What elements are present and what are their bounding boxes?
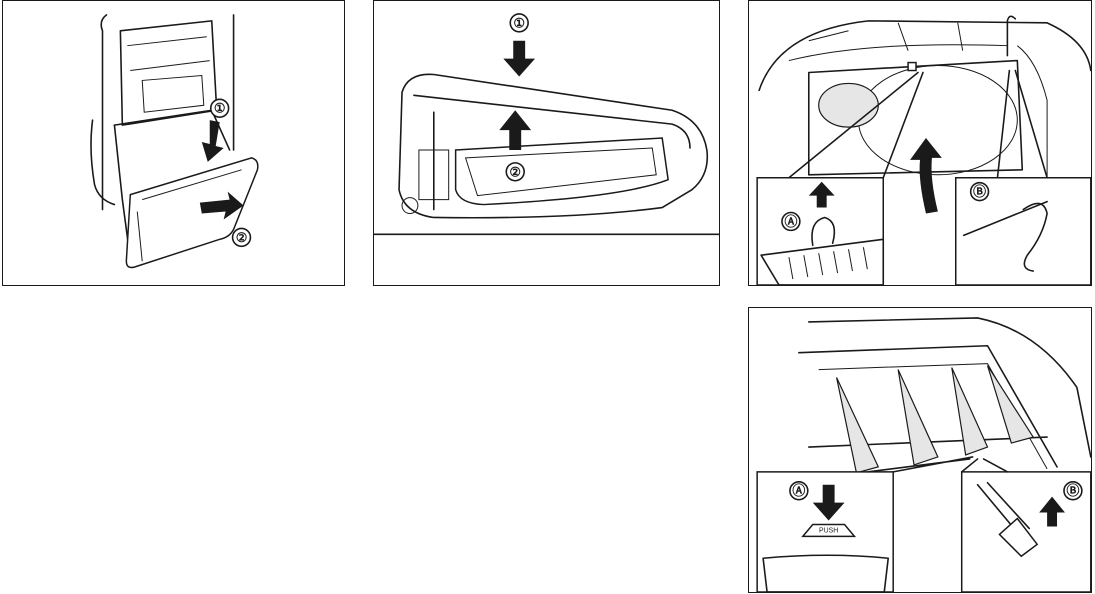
arrow-up-icon: [499, 110, 531, 150]
callout-2: ②: [236, 230, 248, 245]
callout-2: ②: [509, 164, 521, 179]
callout-a: Ⓐ: [792, 483, 805, 498]
callout-1: ①: [513, 15, 525, 30]
net-icon: [837, 366, 1034, 473]
callout-a: Ⓐ: [784, 214, 797, 229]
figure-storage-drawer: ① ②: [2, 0, 345, 286]
cargo-net-illustration: PUSH Ⓐ Ⓑ: [749, 308, 1091, 592]
figure-cargo-net-divider: PUSH Ⓐ Ⓑ: [748, 307, 1092, 593]
lid-illustration: ① ②: [374, 1, 719, 285]
callout-b: Ⓑ: [973, 184, 986, 199]
push-label: PUSH: [819, 527, 838, 534]
callout-b: Ⓑ: [1066, 483, 1079, 498]
curved-arrow-icon: [910, 138, 942, 213]
cargo-board-illustration: Ⓐ Ⓑ: [749, 1, 1091, 285]
figure-lid-close: ① ②: [373, 0, 720, 286]
arrow-down-icon: [503, 41, 535, 77]
figure-cargo-board-hook: Ⓐ Ⓑ: [748, 0, 1092, 286]
callout-1: ①: [214, 101, 226, 116]
drawer-illustration: ① ②: [3, 1, 344, 285]
arrow-down-icon: [202, 120, 224, 162]
